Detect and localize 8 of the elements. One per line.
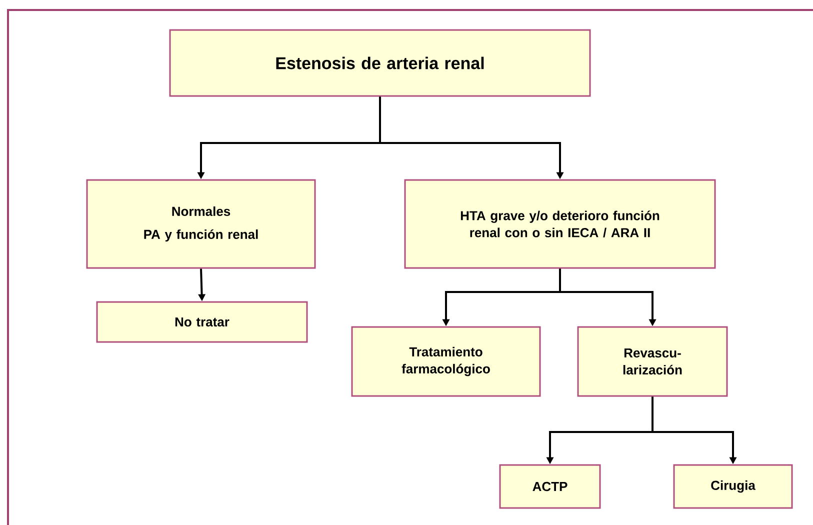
process-box: No tratar <box>96 301 308 343</box>
process-box: Estenosis de arteria renal <box>169 29 591 97</box>
process-box: HTA grave y/o deterioro función renal con o sin IECA / ARA II <box>404 179 716 269</box>
process-box: ACTP <box>499 464 601 509</box>
process-box: Tratamiento farmacológico <box>351 326 541 397</box>
process-box: Normales PA y función renal <box>86 179 316 269</box>
process-box: Revascu- larización <box>577 326 728 397</box>
process-box: Cirugia <box>673 464 793 509</box>
